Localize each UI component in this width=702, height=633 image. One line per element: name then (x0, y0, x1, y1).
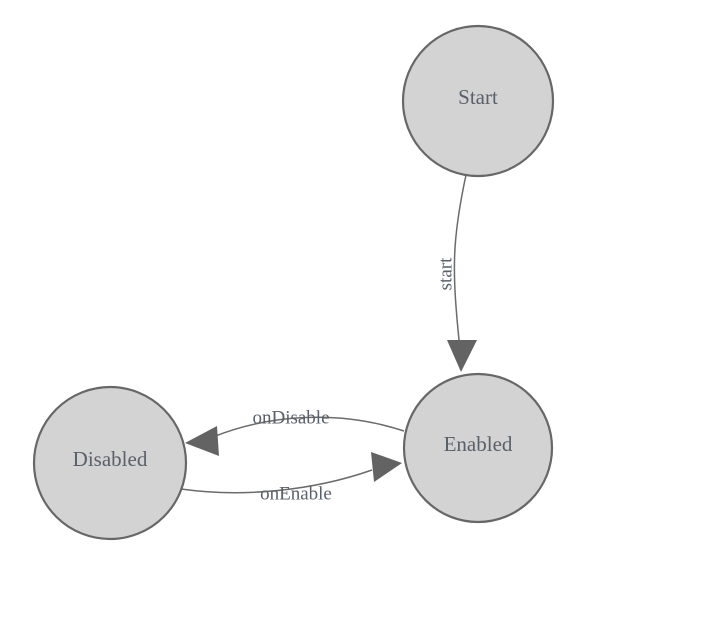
node-enabled-label: Enabled (444, 432, 513, 456)
node-start-label: Start (458, 85, 498, 109)
edge-enabled-to-disabled-arrowhead (185, 426, 219, 456)
edge-label-start: start (435, 257, 456, 290)
node-disabled-circle (32, 385, 188, 541)
edge-start-to-enabled-path (453, 174, 467, 341)
node-enabled[interactable]: Enabled (402, 372, 554, 524)
edge-label-onenable: onEnable (260, 483, 332, 504)
edge-enabled-to-disabled-path (212, 416, 405, 438)
node-disabled-label: Disabled (73, 447, 148, 471)
edge-enabled-to-disabled[interactable]: onDisable (185, 407, 405, 456)
node-start-circle (401, 24, 555, 178)
node-disabled[interactable]: Disabled (32, 385, 188, 541)
node-start[interactable]: Start (401, 24, 555, 178)
edge-disabled-to-enabled[interactable]: onEnable (180, 452, 402, 504)
edge-start-to-enabled[interactable]: start (435, 174, 477, 372)
edge-start-to-enabled-arrowhead (447, 340, 477, 372)
edge-disabled-to-enabled-path (180, 469, 373, 494)
node-enabled-circle (402, 372, 554, 524)
edge-label-ondisable: onDisable (252, 407, 329, 428)
edge-disabled-to-enabled-arrowhead (371, 452, 402, 482)
